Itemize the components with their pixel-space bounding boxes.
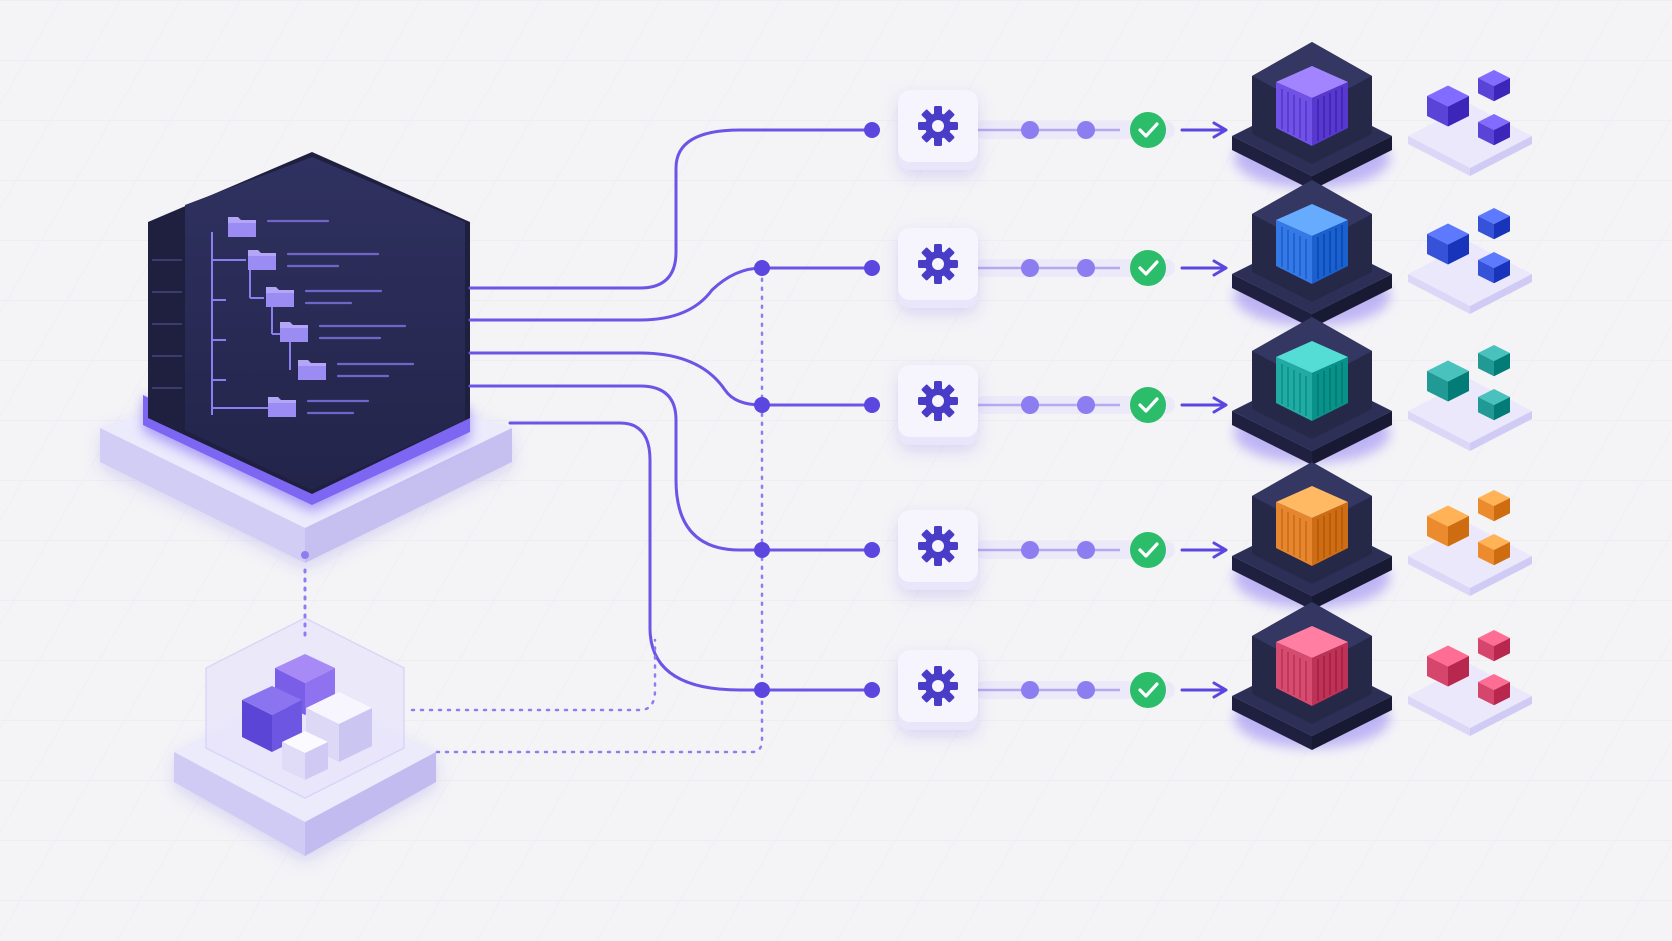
arrow-right-icon: [1180, 396, 1228, 414]
progress-dot: [1021, 396, 1039, 414]
deployment-block: [1232, 317, 1392, 465]
pipeline-entry-dot: [864, 682, 880, 698]
junction-dots: [754, 260, 770, 698]
pipeline-row: [864, 42, 1532, 190]
folder-icon: [268, 397, 370, 417]
container-icon: [1276, 486, 1348, 566]
stacked-cubes-icon: [242, 654, 372, 780]
pipelines: [864, 42, 1532, 750]
progress-dot: [1021, 121, 1039, 139]
progress-dot: [1021, 259, 1039, 277]
check-circle-icon: [1130, 532, 1166, 568]
module-cubes-icon: [1408, 490, 1532, 596]
progress-dot: [1077, 541, 1095, 559]
container-icon: [1276, 626, 1348, 706]
container-icon: [1276, 341, 1348, 421]
stage-tile[interactable]: [898, 90, 978, 170]
arrow-right-icon: [1180, 541, 1228, 559]
stage-tile[interactable]: [898, 228, 978, 308]
registry-links: [410, 273, 764, 754]
folder-icon: [266, 287, 383, 307]
gear-icon: [918, 666, 958, 706]
check-circle-icon: [1130, 250, 1166, 286]
arrow-right-icon: [1180, 259, 1228, 277]
deployment-block: [1232, 42, 1392, 190]
stage-tile[interactable]: [898, 510, 978, 590]
deployment-block: [1232, 462, 1392, 610]
stage-tile[interactable]: [898, 650, 978, 730]
arrow-right-icon: [1180, 121, 1228, 139]
connector-1: [468, 128, 870, 290]
module-cubes-icon: [1408, 70, 1532, 176]
pipeline-entry-dot: [864, 122, 880, 138]
pipeline-row: [864, 180, 1532, 328]
folder-tree-icon: [211, 217, 415, 417]
folder-icon: [298, 360, 415, 380]
connector-2: [468, 266, 870, 322]
progress-dot: [1077, 259, 1095, 277]
connector-3: [468, 351, 870, 407]
source-repository: [100, 152, 512, 563]
pipeline-entry-dot: [864, 397, 880, 413]
pipeline-entry-dot: [864, 542, 880, 558]
progress-dot: [1021, 681, 1039, 699]
check-circle-icon: [1130, 672, 1166, 708]
connector-5: [508, 421, 870, 692]
progress-dot: [1077, 681, 1095, 699]
pipeline-entry-dot: [864, 260, 880, 276]
deployment-block: [1232, 180, 1392, 328]
module-cubes-icon: [1408, 345, 1532, 451]
progress-dot: [1077, 396, 1095, 414]
deployment-block: [1232, 602, 1392, 750]
check-circle-icon: [1130, 112, 1166, 148]
container-icon: [1276, 204, 1348, 284]
package-registry: [174, 617, 436, 856]
progress-dot: [1021, 541, 1039, 559]
container-icon: [1276, 66, 1348, 146]
progress-dot: [1077, 121, 1095, 139]
stage-tile[interactable]: [898, 365, 978, 445]
gear-icon: [918, 526, 958, 566]
pipeline-row: [864, 462, 1532, 610]
gear-icon: [918, 244, 958, 284]
gear-icon: [918, 381, 958, 421]
source-server-face: [185, 157, 465, 490]
module-cubes-icon: [1408, 630, 1532, 736]
gear-icon: [918, 106, 958, 146]
folder-icon: [248, 250, 380, 270]
connector-4: [468, 384, 870, 552]
module-cubes-icon: [1408, 208, 1532, 314]
check-circle-icon: [1130, 387, 1166, 423]
arrow-right-icon: [1180, 681, 1228, 699]
folder-icon: [280, 322, 407, 342]
connectors: [468, 128, 870, 692]
pipeline-row: [864, 602, 1532, 750]
pipeline-row: [864, 317, 1532, 465]
server-ribs: [152, 259, 182, 389]
registry-link-vertical: [301, 551, 309, 642]
folder-icon: [228, 217, 330, 237]
